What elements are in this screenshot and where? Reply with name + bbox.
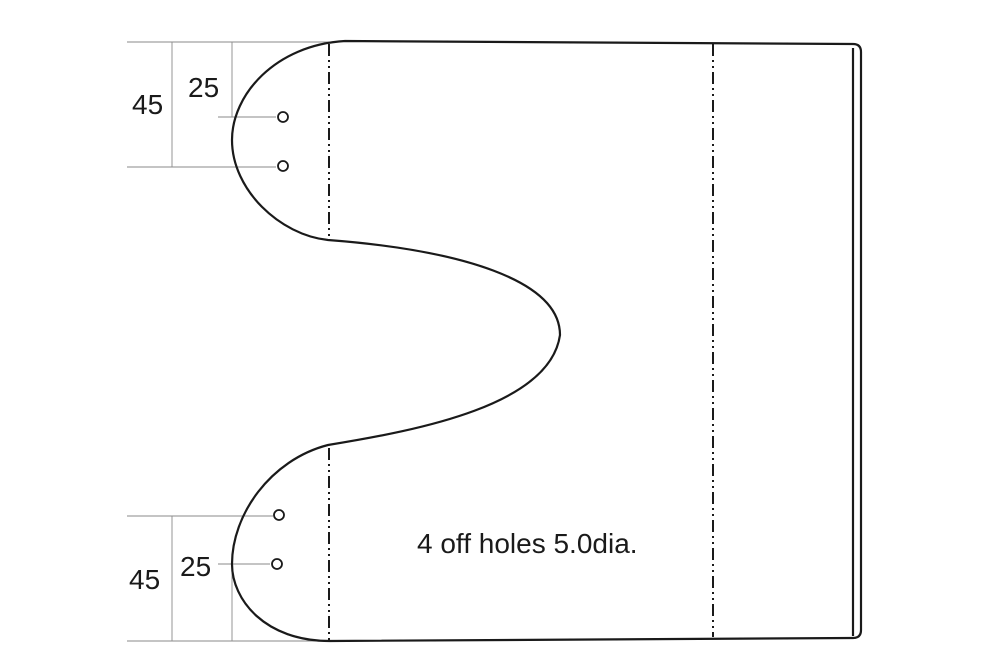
bottom-overall-dimension-label: 45 [129,564,160,595]
hole-top-1 [277,111,289,123]
top-hole-spacing-label: 25 [188,72,219,103]
hole-bottom-1 [273,509,285,521]
pattern-outline [230,39,863,643]
hole-bottom-2 [271,558,283,570]
bottom-dimension-lines [127,515,330,642]
top-overall-dimension-label: 45 [132,89,163,120]
holes-note: 4 off holes 5.0dia. [417,528,638,559]
bottom-hole-spacing-label: 25 [180,551,211,582]
hole-top-2 [277,160,289,172]
top-dimension-lines [127,41,330,168]
